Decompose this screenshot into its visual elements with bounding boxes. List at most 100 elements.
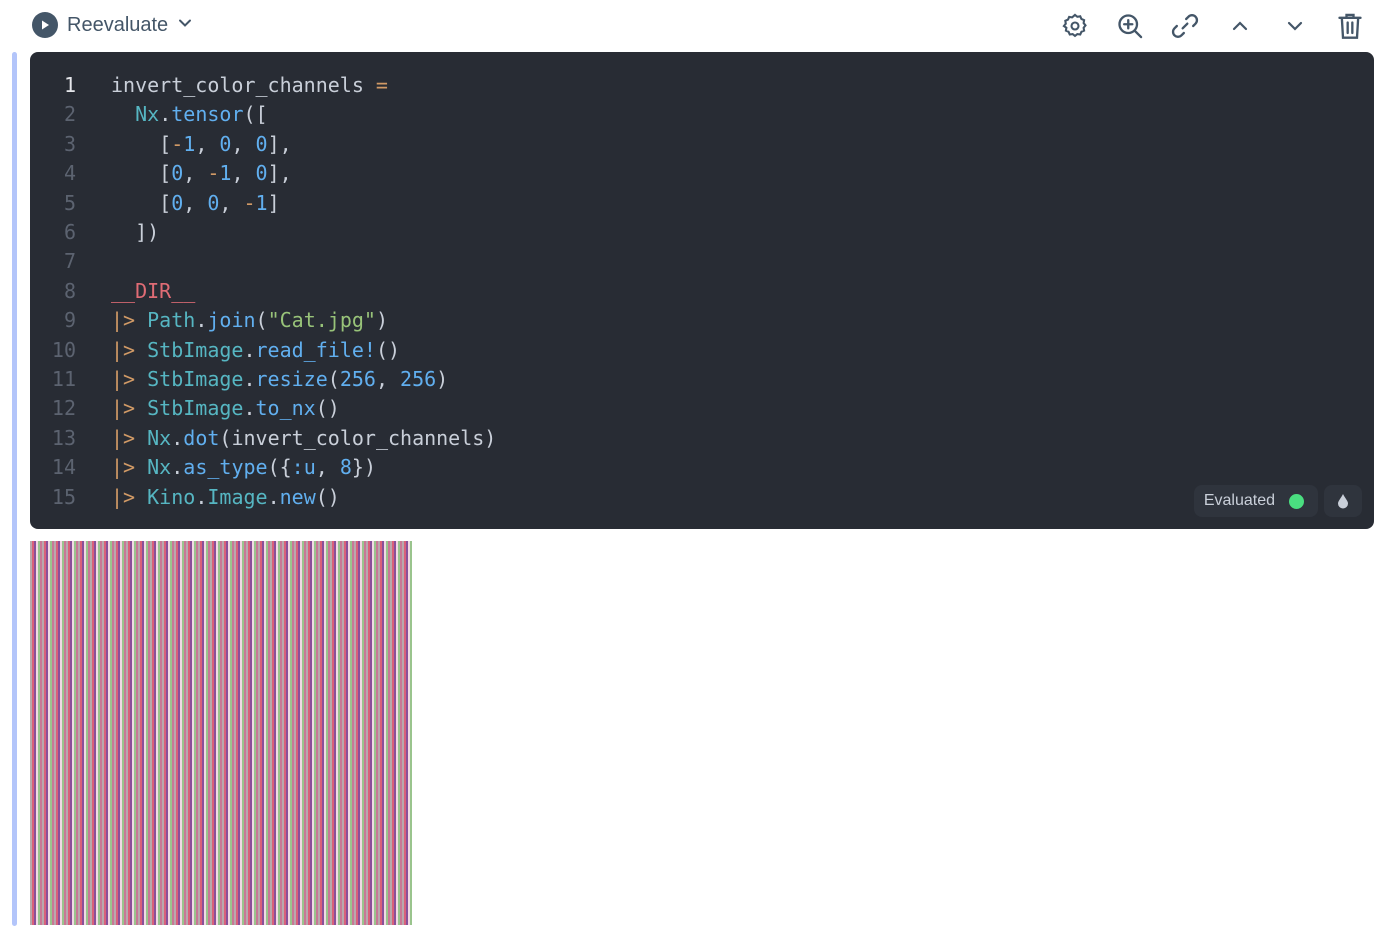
code-token: |> [111, 396, 136, 421]
move-up-button[interactable] [1224, 10, 1256, 42]
code-token [135, 455, 147, 479]
code-token: 256 [400, 367, 437, 391]
code-text: |> Path.join("Cat.jpg") [111, 306, 388, 335]
zoom-in-icon [1118, 14, 1143, 39]
code-token: join [207, 308, 256, 333]
line-number: 7 [63, 249, 76, 274]
trash-icon [1338, 13, 1362, 39]
code-token: [ [111, 190, 172, 215]
code-token: 8 [339, 455, 352, 480]
code-line[interactable]: 5 [0, 0, -1] [30, 189, 280, 218]
code-token [135, 367, 147, 391]
code-token: 1 [219, 161, 232, 186]
settings-button[interactable] [1059, 10, 1091, 42]
code-text: |> Kino.Image.new() [111, 483, 340, 512]
code-token: . [243, 396, 256, 421]
format-button[interactable] [1324, 485, 1362, 517]
code-text: |> StbImage.resize(256, 256) [111, 365, 448, 394]
output-image [30, 541, 412, 925]
code-line[interactable]: 4 [0, -1, 0], [30, 159, 292, 188]
code-token: ]) [111, 220, 160, 244]
code-token: = [375, 73, 388, 97]
chevron-down-icon [1287, 21, 1303, 31]
link-button[interactable] [1169, 10, 1201, 42]
code-token: read_file! [255, 337, 376, 362]
code-token: 0 [219, 131, 232, 156]
code-token: |> [111, 455, 136, 480]
code-line[interactable]: 10|> StbImage.read_file!() [30, 336, 400, 365]
link-icon [1171, 14, 1199, 38]
code-token: 1 [183, 131, 196, 156]
code-text: [0, -1, 0], [111, 159, 292, 188]
delete-button[interactable] [1334, 10, 1366, 42]
droplet-icon [1338, 494, 1348, 509]
code-token: Nx [135, 102, 160, 127]
play-icon [32, 12, 58, 38]
code-text: ]) [111, 218, 159, 247]
code-line[interactable]: 14|> Nx.as_type({:u, 8}) [30, 453, 376, 482]
line-number: 1 [63, 73, 76, 97]
code-token: [ [111, 161, 172, 186]
code-token: 0 [171, 190, 184, 215]
code-token: , [195, 131, 220, 156]
code-text: [-1, 0, 0], [111, 130, 292, 159]
code-token: tensor [171, 102, 244, 127]
cell-focus-indicator [12, 52, 17, 926]
move-down-button[interactable] [1279, 10, 1311, 42]
code-token: as_type [183, 455, 268, 480]
code-line[interactable]: 12|> StbImage.to_nx() [30, 394, 340, 423]
zoom-in-button[interactable] [1114, 10, 1146, 42]
code-token: . [267, 484, 280, 509]
code-token: Nx [147, 455, 172, 480]
code-token: StbImage [147, 367, 244, 391]
status-label: Evaluated [1203, 492, 1275, 509]
code-token: () [375, 337, 401, 362]
code-token: :u [291, 455, 316, 480]
code-token: . [243, 337, 256, 362]
code-line[interactable]: 8__DIR__ [30, 277, 195, 306]
code-line[interactable]: 15|> Kino.Image.new() [30, 483, 340, 512]
code-line[interactable]: 6 ]) [30, 218, 159, 247]
code-text: |> Nx.as_type({:u, 8}) [111, 453, 376, 482]
code-token [135, 426, 147, 450]
code-token: - [207, 161, 220, 186]
code-token: - [171, 131, 184, 156]
code-token: . [195, 308, 208, 333]
line-number: 3 [63, 131, 76, 156]
code-text: [0, 0, -1] [111, 189, 279, 218]
code-line[interactable]: 11|> StbImage.resize(256, 256) [30, 365, 448, 394]
code-token: ], [267, 131, 292, 156]
code-line[interactable]: 13|> Nx.dot(invert_color_channels) [30, 424, 496, 453]
code-token: StbImage [147, 396, 244, 421]
code-token: () [315, 484, 340, 509]
code-token: |> [111, 484, 136, 509]
code-line[interactable]: 9|> Path.join("Cat.jpg") [30, 306, 388, 335]
code-token [135, 338, 147, 362]
chevron-down-icon[interactable] [177, 14, 193, 37]
code-token: to_nx [255, 396, 316, 421]
code-line[interactable]: 7 [30, 247, 111, 276]
code-token: (invert_color_channels) [219, 425, 497, 450]
code-line[interactable]: 2 Nx.tensor([ [30, 100, 268, 129]
code-token: |> [111, 425, 136, 450]
code-token: , [375, 367, 401, 391]
code-token: Path [147, 308, 196, 333]
line-number: 10 [51, 337, 76, 362]
evaluation-status: Evaluated [1193, 485, 1318, 517]
code-token: dot [183, 425, 220, 450]
code-token: 256 [339, 367, 376, 391]
code-token: , [231, 161, 256, 186]
code-token: , [183, 161, 208, 186]
reevaluate-button[interactable]: Reevaluate [32, 12, 193, 38]
code-line[interactable]: 3 [-1, 0, 0], [30, 130, 292, 159]
code-token: ( [327, 367, 340, 391]
code-token [135, 308, 147, 332]
settings-icon [1062, 13, 1087, 38]
code-token: Kino [147, 484, 196, 509]
code-token: . [243, 367, 256, 391]
code-token: [ [111, 131, 172, 156]
code-token: 0 [171, 161, 184, 186]
code-token: |> [111, 337, 136, 362]
